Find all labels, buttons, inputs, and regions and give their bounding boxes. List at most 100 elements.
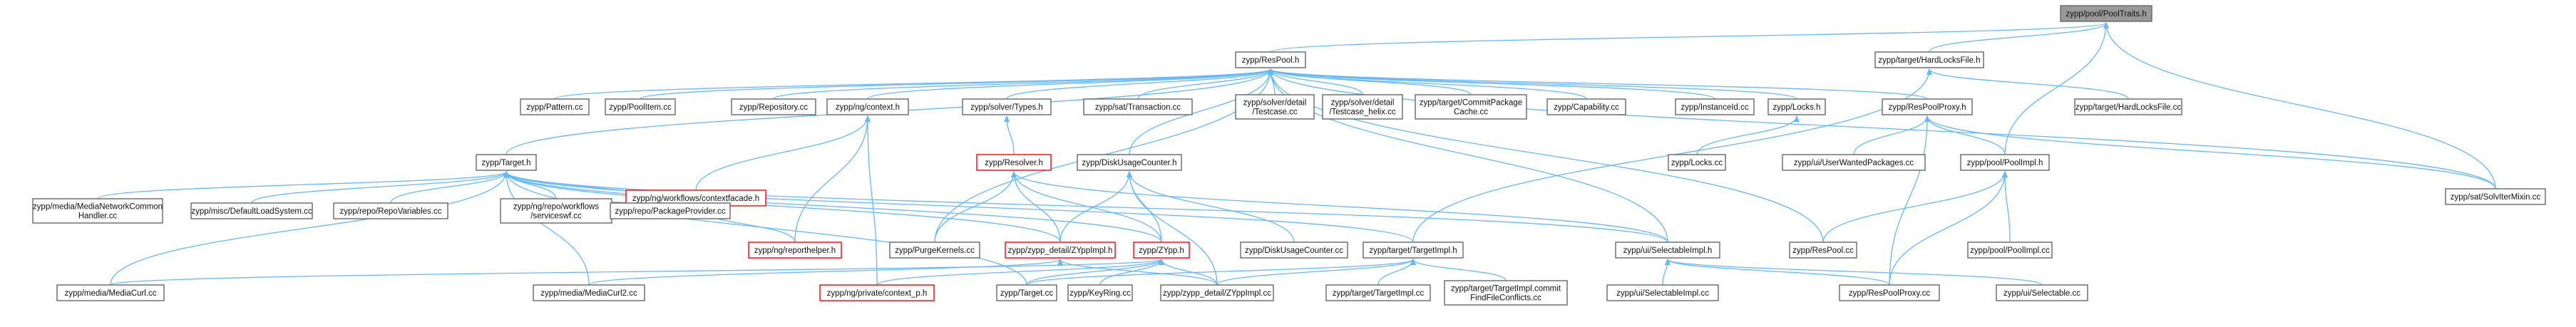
node-pkgprovider-cc[interactable]: zypp/repo/PackageProvider.cc (610, 202, 731, 219)
edge-target_h-to-mediacurl_cc (110, 171, 509, 286)
node-box (1789, 242, 1857, 259)
node-respoolproxy-cc[interactable]: zypp/ResPoolProxy.cc (1839, 284, 1940, 301)
node-label: zypp/target/CommitPackage (1420, 99, 1522, 108)
node-label: /Testcase.cc (1252, 108, 1298, 117)
node-label: zypp/misc/DefaultLoadSystem.cc (191, 207, 312, 216)
node-hardlocks-h[interactable]: zypp/target/HardLocksFile.h (1874, 51, 1984, 68)
node-root[interactable]: zypp/pool/PoolTraits.h (2060, 5, 2152, 22)
node-pattern-cc[interactable]: zypp/Pattern.cc (520, 98, 590, 115)
node-label: zypp/target/TargetImpl.cc (1333, 289, 1425, 298)
edge-resolver_h-to-purgekernels_cc (934, 171, 1017, 243)
node-targetimpl-commit-cc[interactable]: zypp/target/TargetImpl.commitFindFileCon… (1444, 280, 1568, 306)
node-label: /serviceswf.cc (530, 212, 582, 221)
edge-poolimpl_h-to-respoolproxy_cc (1889, 171, 2008, 286)
node-purgekernels-cc[interactable]: zypp/PurgeKernels.cc (889, 242, 980, 259)
node-reporthelper-h[interactable]: zypp/ng/reporthelper.h (748, 242, 842, 259)
edge-selectableimpl_h-to-respoolproxy_cc (1665, 259, 1890, 286)
node-poolimpl-h[interactable]: zypp/pool/PoolImpl.h (1960, 154, 2050, 171)
node-respool-cc[interactable]: zypp/ResPool.cc (1789, 242, 1857, 259)
edge-ngcontext_h-to-reporthelper_h (794, 115, 871, 243)
node-capability-cc[interactable]: zypp/Capability.cc (1546, 98, 1626, 115)
node-label: zypp/Repository.cc (739, 103, 809, 112)
edge-target_h-to-zyppimpl_h (503, 171, 1061, 243)
node-label: zypp/repo/RepoVariables.cc (340, 207, 442, 216)
node-hardlocks-cc[interactable]: zypp/target/HardLocksFile.cc (2074, 98, 2182, 115)
node-label: zypp/Pattern.cc (526, 103, 583, 112)
node-keyring-cc[interactable]: zypp/KeyRing.cc (1067, 284, 1133, 301)
node-privctx-h[interactable]: zypp/ng/private/context_p.h (819, 284, 935, 301)
node-repository-cc[interactable]: zypp/Repository.cc (731, 98, 816, 115)
node-uiwanted-cc[interactable]: zypp/ui/UserWantedPackages.cc (1782, 154, 1926, 171)
node-instanceid-cc[interactable]: zypp/InstanceId.cc (1675, 98, 1755, 115)
node-poolimpl-cc[interactable]: zypp/pool/PoolImpl.cc (1967, 242, 2053, 259)
edge-respool_h-to-sattransaction_cc (1137, 68, 1273, 100)
node-box (1546, 98, 1626, 115)
node-box (826, 98, 909, 115)
node-locks-h[interactable]: zypp/Locks.h (1767, 98, 1826, 115)
node-box (520, 98, 590, 115)
node-respool-h[interactable]: zypp/ResPool.h (1235, 51, 1306, 68)
node-zyppimpl-cc[interactable]: zypp/zypp_detail/ZYppImpl.cc (1160, 284, 1274, 301)
node-label: zypp/sat/SolvIterMixin.cc (2451, 193, 2541, 202)
node-box (1160, 284, 1274, 301)
node-targetimpl-cc[interactable]: zypp/target/TargetImpl.cc (1325, 284, 1431, 301)
node-box (333, 202, 448, 219)
node-mediacurl2-cc[interactable]: zypp/media/MediaCurl2.cc (533, 284, 645, 301)
node-target-cc[interactable]: zypp/Target.cc (996, 284, 1057, 301)
node-box (533, 284, 645, 301)
edge-zypp_h-to-target_cc (1026, 259, 1164, 286)
node-box (1363, 242, 1464, 259)
node-label: zypp/target/TargetImpl.h (1369, 246, 1457, 255)
edge-respoolproxy_h-to-satsolver_cc (1924, 115, 2496, 190)
edge-zypp_h-to-zyppimpl_cc (1159, 259, 1218, 286)
node-label: zypp/target/HardLocksFile.h (1878, 56, 1980, 65)
node-box (1967, 242, 2053, 259)
node-label: zypp/Resolver.h (985, 159, 1043, 167)
node-box (190, 202, 313, 219)
node-label: zypp/ResPoolProxy.cc (1849, 289, 1930, 298)
node-testcase-cc[interactable]: zypp/solver/detail/Testcase.cc (1235, 94, 1315, 120)
node-zyppimpl-h[interactable]: zypp/zypp_detail/ZYppImpl.h (1005, 242, 1116, 259)
node-label: zypp/KeyRing.cc (1069, 289, 1131, 298)
node-label: zypp/ng/workflows/contextfacade.h (632, 194, 759, 203)
node-box (56, 284, 165, 301)
node-poolitem-cc[interactable]: zypp/PoolItem.cc (605, 98, 676, 115)
node-servicesw-cc[interactable]: zypp/ng/repo/workflows/serviceswf.cc (500, 198, 612, 224)
node-label: zypp/ui/SelectableImpl.cc (1616, 289, 1709, 298)
node-zypp-h[interactable]: zypp/ZYpp.h (1133, 242, 1190, 259)
node-selectable-cc[interactable]: zypp/ui/Selectable.cc (1996, 284, 2088, 301)
node-box (1606, 284, 1719, 301)
node-testcase-helix-cc[interactable]: zypp/solver/detail/Testcase_helix.cc (1322, 94, 1403, 120)
node-selectableimpl-cc[interactable]: zypp/ui/SelectableImpl.cc (1606, 284, 1719, 301)
node-box (476, 154, 537, 171)
node-sattransaction-cc[interactable]: zypp/sat/Transaction.cc (1083, 98, 1193, 115)
node-selectableimpl-h[interactable]: zypp/ui/SelectableImpl.h (1615, 242, 1720, 259)
node-label: zypp/solver/detail (1331, 99, 1395, 108)
node-repovars-cc[interactable]: zypp/repo/RepoVariables.cc (333, 202, 448, 219)
node-targetimpl-h[interactable]: zypp/target/TargetImpl.h (1363, 242, 1464, 259)
node-label: Handler.cc (78, 212, 118, 221)
node-label: zypp/ResPoolProxy.h (1888, 103, 1966, 112)
edge-resolver_h-to-zyppimpl_h (1011, 171, 1061, 243)
node-label: zypp/ui/SelectableImpl.h (1623, 246, 1713, 255)
edge-locks_h-to-locks_cc (1696, 115, 1800, 155)
node-label: zypp/target/HardLocksFile.cc (2075, 103, 2182, 112)
node-mediacurl-cc[interactable]: zypp/media/MediaCurl.cc (56, 284, 165, 301)
node-diskusage-cc[interactable]: zypp/DiskUsageCounter.cc (1240, 242, 1348, 259)
node-satsolver-cc[interactable]: zypp/sat/SolvIterMixin.cc (2445, 188, 2546, 205)
node-locks-cc[interactable]: zypp/Locks.cc (1668, 154, 1726, 171)
node-respoolproxy-h[interactable]: zypp/ResPoolProxy.h (1882, 98, 1973, 115)
node-resolver-h[interactable]: zypp/Resolver.h (976, 154, 1052, 171)
node-defaultloadsys-cc[interactable]: zypp/misc/DefaultLoadSystem.cc (190, 202, 313, 219)
node-solvertypes-h[interactable]: zypp/solver/Types.h (962, 98, 1052, 115)
node-ngcontext-h[interactable]: zypp/ng/context.h (826, 98, 909, 115)
node-target-h[interactable]: zypp/Target.h (476, 154, 537, 171)
node-label: zypp/Locks.h (1772, 103, 1820, 112)
edge-poolimpl_h-to-respool_cc (1822, 171, 2008, 243)
node-box (1235, 94, 1315, 120)
node-label: zypp/zypp_detail/ZYppImpl.h (1008, 246, 1113, 255)
node-box (962, 98, 1052, 115)
node-diskusage-h[interactable]: zypp/DiskUsageCounter.h (1077, 154, 1182, 171)
